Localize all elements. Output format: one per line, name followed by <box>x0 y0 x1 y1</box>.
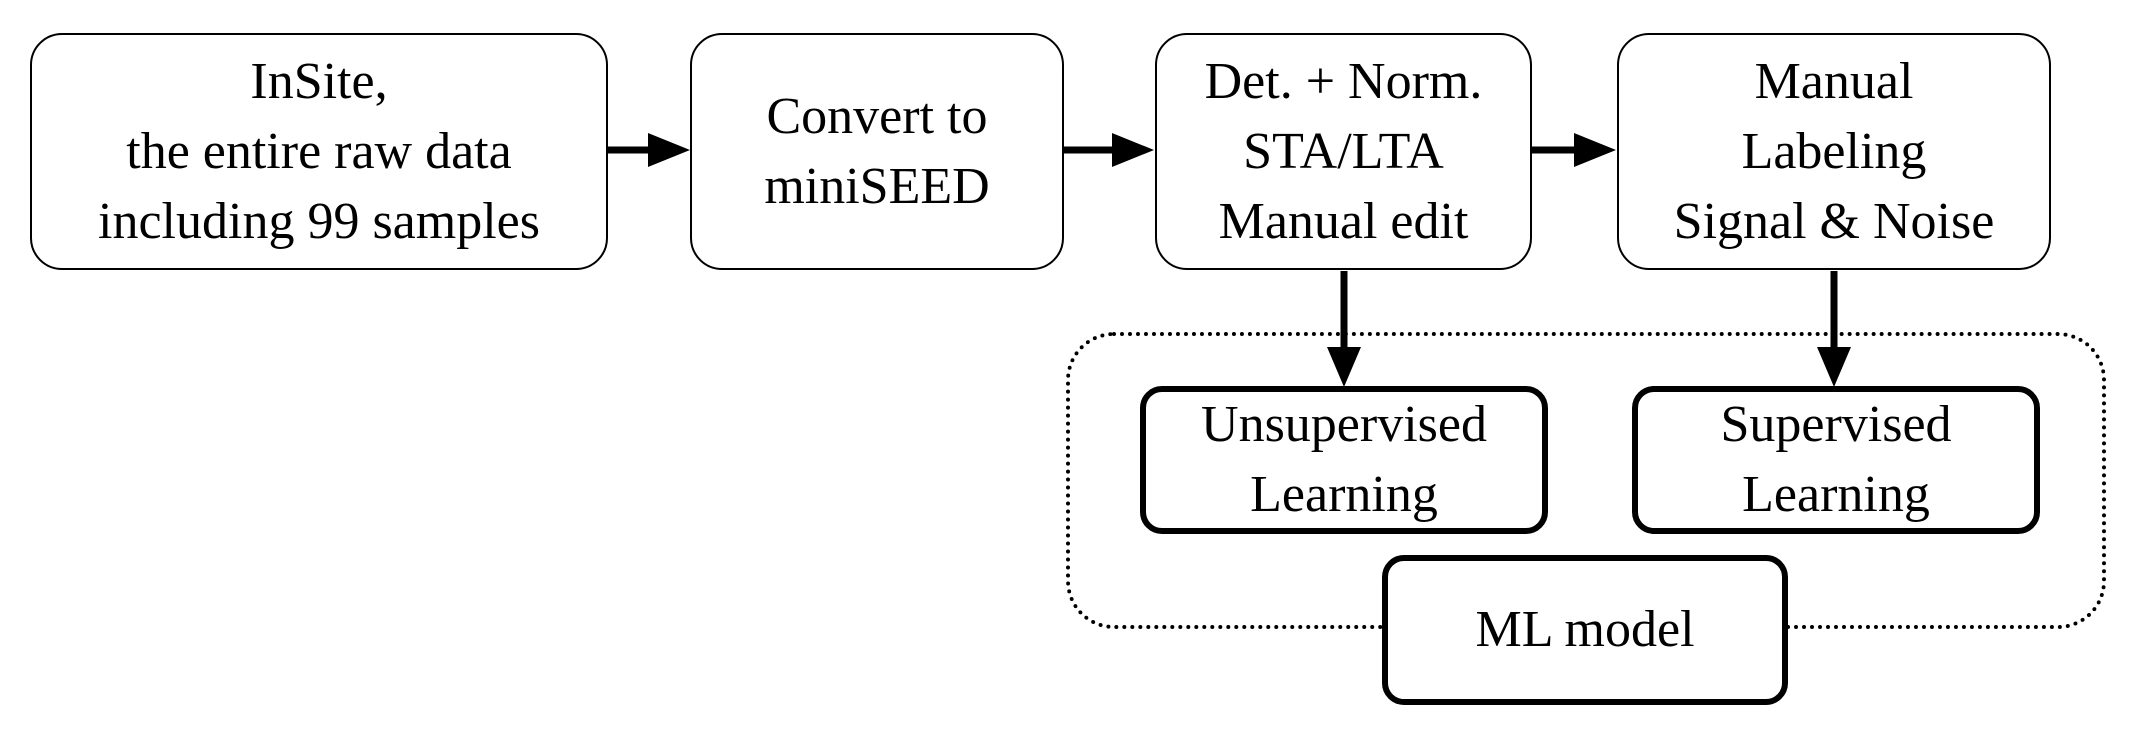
node-convert-label: Convert to miniSEED <box>764 87 990 215</box>
arrow-detnorm-to-manual-labeling <box>1532 133 1616 167</box>
node-detnorm: Det. + Norm. STA/LTA Manual edit <box>1155 33 1532 270</box>
node-supervised-label: Supervised Learning <box>1720 396 1952 523</box>
node-insite-label: InSite, the entire raw data including 99… <box>98 52 540 250</box>
node-convert: Convert to miniSEED <box>690 33 1064 270</box>
node-detnorm-label: Det. + Norm. STA/LTA Manual edit <box>1204 52 1483 250</box>
node-supervised: Supervised Learning <box>1632 386 2040 534</box>
arrow-convert-to-detnorm <box>1064 133 1154 167</box>
node-insite: InSite, the entire raw data including 99… <box>30 33 608 270</box>
arrow-manual-labeling-to-supervised <box>1817 271 1851 387</box>
node-manual-labeling: Manual Labeling Signal & Noise <box>1617 33 2051 270</box>
node-ml-model: ML model <box>1382 555 1788 705</box>
node-unsupervised: Unsupervised Learning <box>1140 386 1548 534</box>
node-ml-model-label: ML model <box>1475 601 1695 658</box>
node-manual-labeling-label: Manual Labeling Signal & Noise <box>1673 52 1995 250</box>
arrow-detnorm-to-unsupervised <box>1327 271 1361 387</box>
node-unsupervised-label: Unsupervised Learning <box>1201 396 1487 523</box>
arrow-insite-to-convert <box>608 133 690 167</box>
